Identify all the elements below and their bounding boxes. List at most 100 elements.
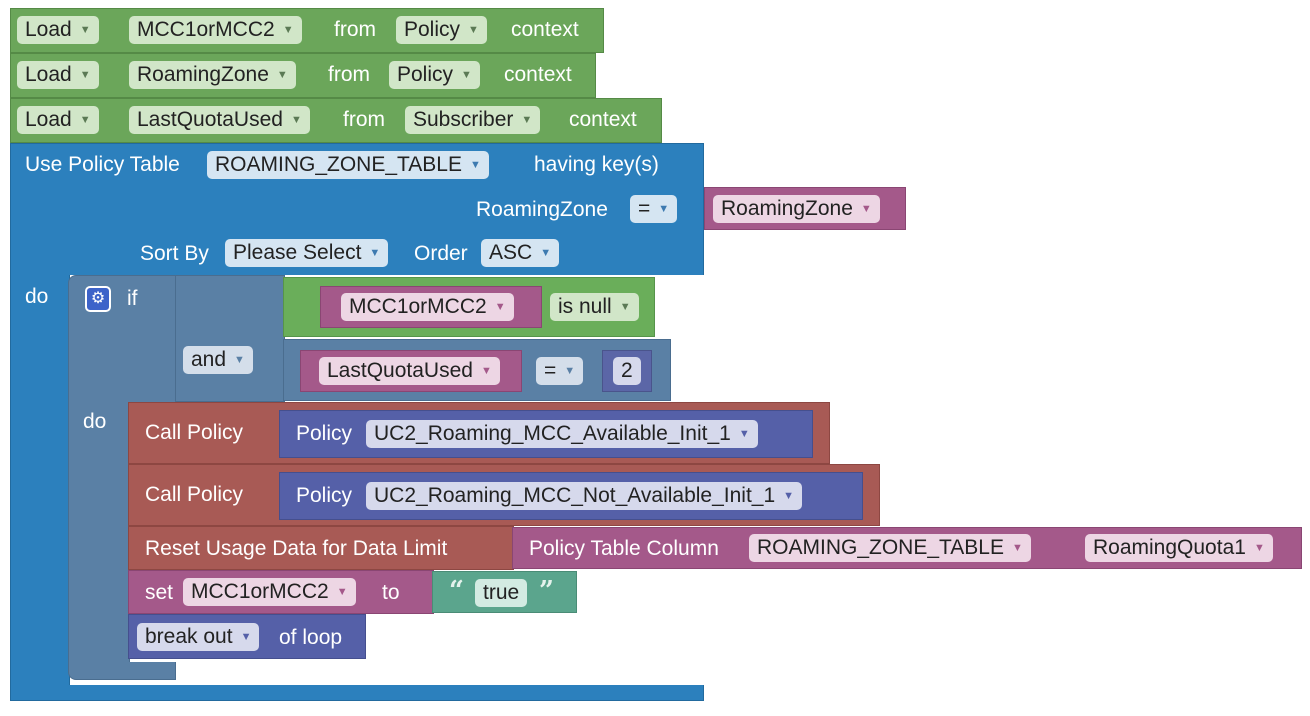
compare-operator-dropdown[interactable]: =▼: [536, 357, 584, 385]
and-dropdown[interactable]: and ▼: [183, 346, 253, 374]
triangle-down-icon: ▼: [276, 69, 288, 82]
policy-table-do-arm: do: [10, 275, 70, 685]
if-block[interactable]: ⚙ if: [68, 275, 176, 402]
close-quote-icon: ”: [539, 576, 554, 606]
context-label: context: [504, 63, 572, 86]
triangle-down-icon: ▼: [619, 301, 631, 314]
policy-dropdown[interactable]: UC2_Roaming_MCC_Available_Init_1▼: [366, 420, 758, 448]
policy-table-label: Use Policy Table: [25, 153, 180, 176]
number-field[interactable]: 2: [613, 357, 641, 385]
policy-table-column-block[interactable]: Policy Table Column ROAMING_ZONE_TABLE▼ …: [512, 527, 1302, 569]
and-logic-block[interactable]: and ▼: [175, 275, 285, 402]
key-name-label: RoamingZone: [476, 198, 608, 221]
call-policy-block-2[interactable]: Call Policy Policy UC2_Roaming_MCC_Not_A…: [128, 464, 880, 526]
triangle-down-icon: ▼: [282, 24, 294, 37]
and-value: and: [191, 348, 227, 371]
set-variable-dropdown[interactable]: MCC1orMCC2▼: [183, 578, 356, 606]
policy-label: Policy: [296, 484, 353, 507]
triangle-down-icon: ▼: [234, 354, 245, 367]
policy-dropdown[interactable]: UC2_Roaming_MCC_Not_Available_Init_1▼: [366, 482, 803, 510]
break-out-dropdown[interactable]: break out▼: [137, 623, 260, 651]
policy-selector-block[interactable]: Policy UC2_Roaming_MCC_Not_Available_Ini…: [279, 472, 863, 520]
triangle-down-icon: ▼: [783, 490, 795, 503]
context-label: context: [511, 18, 579, 41]
is-null-block[interactable]: MCC1orMCC2▼ is null▼: [283, 277, 655, 337]
load-block-2[interactable]: Load▼ RoamingZone ▼ from Policy ▼ context: [10, 53, 596, 98]
sort-by-dropdown[interactable]: Please Select▼: [225, 239, 389, 267]
order-dropdown[interactable]: ASC▼: [481, 239, 560, 267]
column-table-dropdown[interactable]: ROAMING_ZONE_TABLE ▼: [749, 534, 1031, 562]
call-policy-block-1[interactable]: Call Policy Policy UC2_Roaming_MCC_Avail…: [128, 402, 830, 464]
condition-2-variable-dropdown[interactable]: LastQuotaUsed▼: [319, 357, 500, 385]
triangle-down-icon: ▼: [369, 247, 381, 260]
context-dropdown[interactable]: Policy▼: [396, 16, 487, 44]
policy-selector-block[interactable]: Policy UC2_Roaming_MCC_Available_Init_1▼: [279, 410, 813, 458]
variable-name: LastQuotaUsed: [137, 108, 283, 131]
operator-value: =: [638, 197, 651, 220]
load-block-3[interactable]: Load▼ LastQuotaUsed▼ from Subscriber▼ co…: [10, 98, 662, 143]
load-dropdown[interactable]: Load▼: [17, 61, 99, 89]
condition-2-variable: LastQuotaUsed: [327, 359, 473, 382]
column-table-name: ROAMING_ZONE_TABLE: [757, 536, 1004, 559]
condition-1-variable-dropdown[interactable]: MCC1orMCC2▼: [341, 293, 514, 321]
condition-2-variable-block[interactable]: LastQuotaUsed▼: [300, 350, 522, 392]
condition-1-variable: MCC1orMCC2: [349, 295, 487, 318]
triangle-down-icon: ▼: [658, 203, 670, 216]
break-out-block[interactable]: break out▼ of loop: [128, 614, 366, 659]
triangle-down-icon: ▼: [79, 24, 91, 37]
open-quote-icon: “: [449, 576, 464, 606]
gear-icon[interactable]: ⚙: [85, 286, 111, 312]
triangle-down-icon: ▼: [1012, 542, 1023, 555]
table-name: ROAMING_ZONE_TABLE: [215, 153, 462, 176]
table-dropdown[interactable]: ROAMING_ZONE_TABLE▼: [207, 151, 489, 179]
number-value: 2: [621, 359, 633, 382]
column-name-dropdown[interactable]: RoamingQuota1▼: [1085, 534, 1273, 562]
key-value-dropdown[interactable]: RoamingZone▼: [713, 195, 880, 223]
if-label: if: [127, 287, 138, 310]
text-value-block[interactable]: “ true ”: [432, 571, 577, 613]
of-loop-label: of loop: [279, 626, 343, 649]
reset-usage-label: Reset Usage Data for Data Limit: [145, 537, 448, 560]
from-label: from: [328, 63, 370, 86]
key-value-block[interactable]: RoamingZone▼: [704, 187, 906, 230]
variable-name: RoamingZone: [137, 63, 269, 86]
break-out-value: break out: [145, 625, 233, 648]
set-variable-block[interactable]: set MCC1orMCC2▼ to: [128, 570, 434, 614]
having-keys-label: having key(s): [534, 153, 659, 176]
number-block[interactable]: 2: [602, 350, 652, 392]
context-dropdown[interactable]: Policy ▼: [389, 61, 480, 89]
triangle-down-icon: ▼: [461, 69, 472, 82]
from-label: from: [334, 18, 376, 41]
order-value: ASC: [489, 241, 533, 264]
load-block-1[interactable]: Load▼ MCC1orMCC2▼ from Policy▼ context: [10, 8, 604, 53]
variable-dropdown[interactable]: MCC1orMCC2▼: [129, 16, 302, 44]
variable-dropdown[interactable]: LastQuotaUsed▼: [129, 106, 310, 134]
triangle-down-icon: ▼: [521, 114, 533, 127]
load-label: Load: [25, 63, 72, 86]
order-label: Order: [414, 242, 468, 265]
compare-operator: =: [544, 359, 557, 382]
triangle-down-icon: ▼: [336, 586, 348, 599]
policy-label: Policy: [296, 422, 353, 445]
compare-block[interactable]: LastQuotaUsed▼ =▼ 2: [283, 339, 671, 401]
key-operator-dropdown[interactable]: =▼: [630, 195, 678, 223]
text-value-field[interactable]: true: [475, 579, 528, 607]
text-value: true: [483, 581, 520, 604]
variable-dropdown[interactable]: RoamingZone ▼: [129, 61, 296, 89]
policy-table-do-label: do: [25, 285, 49, 308]
load-dropdown[interactable]: Load▼: [17, 16, 99, 44]
context-name: Subscriber: [413, 108, 514, 131]
to-label: to: [382, 581, 400, 604]
policy-table-column-label: Policy Table Column: [529, 537, 719, 560]
is-null-dropdown[interactable]: is null▼: [550, 293, 639, 321]
context-name: Policy: [397, 63, 454, 86]
policy-table-block[interactable]: Use Policy Table ROAMING_ZONE_TABLE▼ hav…: [10, 143, 704, 275]
call-policy-label: Call Policy: [145, 483, 244, 506]
context-dropdown[interactable]: Subscriber ▼: [405, 106, 541, 134]
triangle-down-icon: ▼: [738, 428, 750, 441]
load-dropdown[interactable]: Load▼: [17, 106, 99, 134]
if-footer: [68, 662, 176, 680]
context-name: Policy: [404, 18, 461, 41]
condition-1-variable-block[interactable]: MCC1orMCC2▼: [320, 286, 542, 328]
reset-usage-block[interactable]: Reset Usage Data for Data Limit: [128, 526, 514, 570]
